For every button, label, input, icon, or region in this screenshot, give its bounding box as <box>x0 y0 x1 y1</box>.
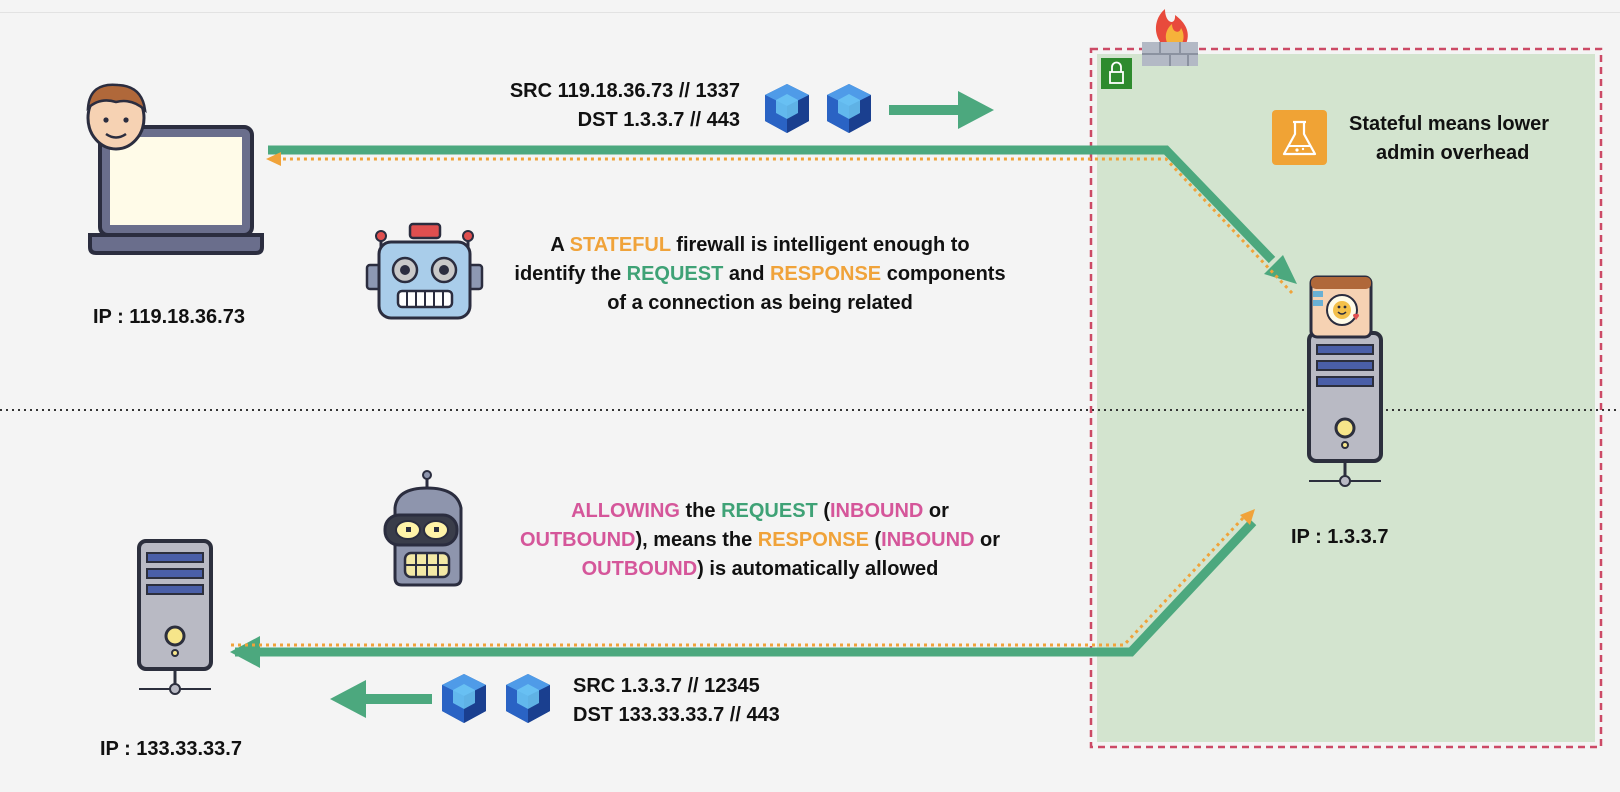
explanation-top-text: and <box>723 263 770 285</box>
app-badge-icon <box>1309 275 1373 339</box>
request-keyword: REQUEST <box>626 263 724 285</box>
outbound-keyword: OUTBOUND <box>581 558 698 580</box>
firewall-brick-flame-icon <box>1142 9 1198 66</box>
explanation-bottom-text: ( <box>868 529 882 551</box>
firewall-boundary <box>1089 47 1603 749</box>
server-tower-icon <box>1307 275 1383 488</box>
laptop-with-person-icon <box>86 83 264 255</box>
top-packet-labels: SRC 119.18.36.73 // 1337 DST 1.3.3.7 // … <box>440 77 740 135</box>
explanation-bottom-text: ), means the <box>635 529 758 551</box>
response-keyword: RESPONSE <box>769 263 882 285</box>
bottom-packet-src: SRC 1.3.3.7 // 12345 <box>573 675 760 697</box>
web-server-ip-label: IP : 1.3.3.7 <box>1291 526 1389 548</box>
bender-robot-head-icon <box>383 470 463 587</box>
explanation-bottom: ALLOWING the REQUEST (INBOUND or OUTBOUN… <box>480 497 1040 584</box>
inbound-keyword: INBOUND <box>830 500 924 522</box>
client-ip-label: IP : 119.18.36.73 <box>93 306 245 328</box>
explanation-bottom-text: or <box>923 500 949 522</box>
bottom-packet-cube-1 <box>442 674 486 723</box>
padlock-icon <box>1101 58 1132 89</box>
stateful-keyword: STATEFUL <box>569 234 671 256</box>
explanation-top: A STATEFUL firewall is intelligent enoug… <box>480 231 1040 318</box>
top-packet-cube-2 <box>827 84 871 133</box>
explanation-bottom-text: ( <box>817 500 830 522</box>
allowing-keyword: ALLOWING <box>571 500 680 522</box>
explanation-top-text: of a connection as being related <box>607 292 913 314</box>
direction-arrow-right <box>889 91 994 129</box>
robot-head-icon <box>365 222 484 320</box>
stateful-note-line-2: admin overhead <box>1376 142 1530 164</box>
top-packet-src: SRC 119.18.36.73 // 1337 <box>509 80 740 102</box>
bottom-packet-dst: DST 133.33.33.7 // 443 <box>573 704 780 726</box>
remote-server-icon <box>137 539 213 696</box>
bottom-packet-labels: SRC 1.3.3.7 // 12345 DST 133.33.33.7 // … <box>573 672 780 730</box>
stateful-note: Stateful means lower admin overhead <box>1349 110 1549 168</box>
explanation-top-text: components <box>881 263 1006 285</box>
explanation-top-text: identify the <box>514 263 627 285</box>
direction-arrow-left <box>330 680 432 718</box>
outbound-keyword: OUTBOUND <box>519 529 636 551</box>
response-keyword: RESPONSE <box>757 529 869 551</box>
inbound-keyword: INBOUND <box>881 529 975 551</box>
response-path <box>231 152 1294 647</box>
explanation-top-text: firewall is intelligent enough to <box>670 234 970 256</box>
top-packet-dst: DST 1.3.3.7 // 443 <box>577 109 740 131</box>
top-packet-cube-1 <box>765 84 809 133</box>
explanation-bottom-text: the <box>679 500 722 522</box>
stateful-note-line-1: Stateful means lower <box>1349 113 1550 135</box>
explanation-bottom-text: or <box>974 529 1001 551</box>
bottom-packet-cube-2 <box>506 674 550 723</box>
explanation-top-text: A <box>550 234 570 256</box>
explanation-bottom-text: ) is automatically allowed <box>697 558 939 580</box>
flask-icon <box>1272 110 1327 165</box>
top-divider <box>0 12 1620 13</box>
remote-server-ip-label: IP : 133.33.33.7 <box>100 738 242 760</box>
request-keyword: REQUEST <box>721 500 818 522</box>
